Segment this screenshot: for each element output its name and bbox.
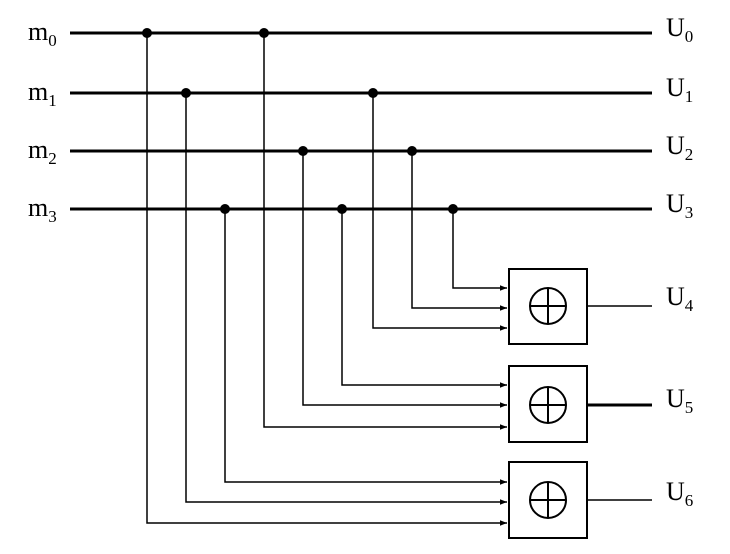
junction-dot bbox=[407, 146, 417, 156]
input-label-m3: m3 bbox=[28, 193, 57, 226]
tap-m2-to-u4 bbox=[411, 151, 507, 311]
output-label-u4: U4 bbox=[666, 282, 694, 315]
input-label-m2: m2 bbox=[28, 135, 57, 168]
xor-gate-u6 bbox=[508, 461, 588, 539]
junction-dot bbox=[368, 88, 378, 98]
output-label-u5: U5 bbox=[666, 384, 693, 417]
output-label-u2: U2 bbox=[666, 131, 693, 164]
junction-dot bbox=[448, 204, 458, 214]
input-label-m0: m0 bbox=[28, 17, 57, 50]
output-label-u0: U0 bbox=[666, 13, 693, 46]
junction-dot bbox=[337, 204, 347, 214]
tap-m3-to-u4 bbox=[452, 209, 507, 291]
junction-dot bbox=[259, 28, 269, 38]
tap-m3-to-u6 bbox=[224, 209, 507, 485]
tap-m1-to-u6 bbox=[185, 93, 507, 505]
tap-m0-to-u6 bbox=[146, 33, 507, 526]
output-label-u1: U1 bbox=[666, 73, 693, 106]
output-label-u3: U3 bbox=[666, 189, 693, 222]
tap-m3-to-u5 bbox=[341, 209, 507, 388]
tap-m1-to-u4 bbox=[372, 93, 507, 331]
xor-gate-u5 bbox=[508, 365, 588, 443]
junction-dot bbox=[142, 28, 152, 38]
tap-m2-to-u5 bbox=[302, 151, 507, 408]
junction-dot bbox=[220, 204, 230, 214]
xor-gate-u4 bbox=[508, 268, 588, 345]
output-label-u6: U6 bbox=[666, 477, 693, 510]
input-label-m1: m1 bbox=[28, 77, 57, 110]
junction-dot bbox=[298, 146, 308, 156]
tap-m0-to-u5 bbox=[263, 33, 507, 430]
junction-dot bbox=[181, 88, 191, 98]
